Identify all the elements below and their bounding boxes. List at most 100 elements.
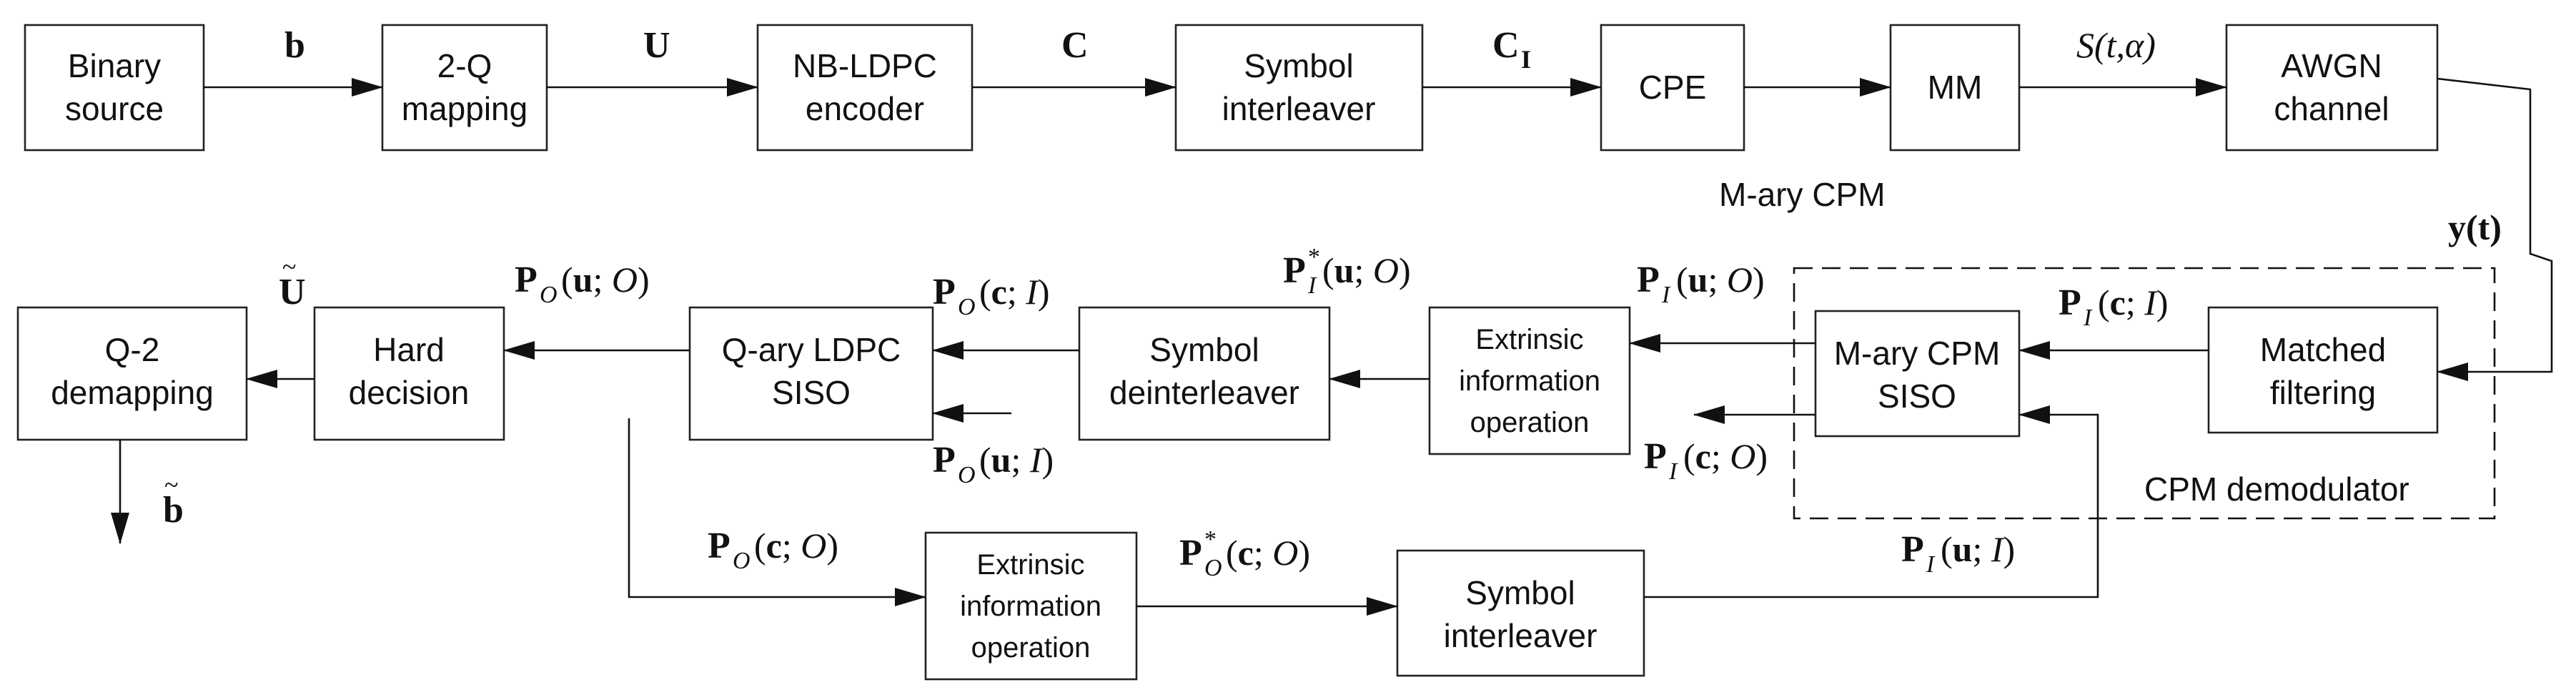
label-P-O-u-I-symbol: P: [933, 440, 956, 480]
label-P-I-u-O-symbol: P: [1637, 260, 1660, 300]
mm-label: MM: [1928, 69, 1983, 106]
extrinsic-info-op-mid-line3: operation: [1470, 407, 1590, 438]
label-mary-cpm: M-ary CPM: [1719, 176, 1886, 213]
label-P-I-u-O: P I (u; O): [1637, 260, 1765, 308]
arrow-awgn-to-matched-filtering: [2437, 77, 2553, 381]
label-P-I-star-u-O: P * I (u; O): [1283, 244, 1411, 299]
label-P-O-star-c-O-symbol: P: [1179, 533, 1202, 573]
q2-demapping-block: Q-2 demapping: [16, 306, 248, 441]
nb-ldpc-encoder-line1: NB-LDPC: [793, 47, 937, 84]
label-P-O-star-c-O: P * O (c; O): [1179, 526, 1310, 581]
svg-text:*: *: [1204, 526, 1217, 553]
nb-ldpc-encoder-block: NB-LDPC encoder: [756, 24, 974, 152]
matched-filtering-line1: Matched: [2260, 331, 2386, 368]
extrinsic-info-op-bottom-line2: information: [960, 591, 1101, 622]
label-P-I-star-u-O-symbol: P: [1283, 250, 1306, 291]
svg-text:(u; O): (u; O): [561, 260, 650, 300]
label-P-O-u-I: P O (u; I): [933, 440, 1054, 488]
label-P-O-u-O: P O (u; O): [515, 260, 650, 308]
symbol-deinterleaver-block: Symbol deinterleaver: [1078, 306, 1331, 441]
svg-text:I: I: [1668, 458, 1678, 485]
arrow-interleaver-to-cpm-siso: [1644, 405, 2099, 598]
cpm-demodulator-boundary: [1793, 267, 2496, 520]
svg-text:O: O: [1204, 555, 1222, 581]
svg-text:O: O: [958, 294, 976, 320]
symbol-interleaver-top-line1: Symbol: [1244, 47, 1353, 84]
symbol-interleaver-top-line2: interleaver: [1222, 90, 1376, 127]
hard-decision-line2: decision: [349, 374, 470, 411]
cpe-block: CPE: [1600, 24, 1745, 152]
matched-filtering-block: Matched filtering: [2207, 306, 2439, 434]
extrinsic-info-op-mid-line1: Extrinsic: [1475, 324, 1583, 355]
nb-ldpc-encoder-line2: encoder: [806, 90, 924, 127]
label-P-O-c-I-symbol: P: [933, 272, 956, 312]
awgn-channel-line2: channel: [2274, 90, 2389, 127]
extrinsic-info-op-mid-line2: information: [1459, 365, 1600, 397]
q2-demapping-line1: Q-2: [105, 331, 160, 368]
label-b-tilde-symbol: b: [163, 490, 184, 531]
label-P-O-c-O-symbol: P: [708, 526, 730, 566]
mary-cpm-siso-line1: M-ary CPM: [1834, 335, 2001, 372]
label-b: b: [284, 25, 305, 66]
svg-text:O: O: [958, 462, 976, 488]
qary-ldpc-siso-line2: SISO: [772, 374, 851, 411]
label-cpm-demodulator: CPM demodulator: [2144, 470, 2409, 508]
svg-text:I: I: [1307, 272, 1317, 299]
label-P-I-u-I: P I (u; I): [1901, 529, 2015, 578]
svg-text:(u; O): (u; O): [1322, 250, 1411, 290]
label-P-I-c-O-symbol: P: [1644, 436, 1667, 477]
awgn-channel-line1: AWGN: [2281, 47, 2382, 84]
svg-text:I: I: [1926, 551, 1936, 578]
mm-block: MM: [1889, 24, 2021, 152]
svg-text:(c; I): (c; I): [2098, 282, 2169, 322]
svg-text:I: I: [1661, 282, 1671, 308]
label-U-tilde: ~ U: [279, 252, 306, 312]
label-U-tilde-symbol: U: [279, 272, 306, 312]
extrinsic-info-op-bottom-block: Extrinsic information operation: [924, 531, 1138, 681]
hard-decision-block: Hard decision: [313, 306, 505, 441]
symbol-interleaver-bottom-block: Symbol interleaver: [1396, 549, 1645, 677]
svg-text:(c; O): (c; O): [1683, 436, 1768, 476]
symbol-interleaver-top-block: Symbol interleaver: [1174, 24, 1424, 152]
cpe-label: CPE: [1639, 69, 1707, 106]
two-q-mapping-line2: mapping: [402, 90, 527, 127]
svg-text:(c; O): (c; O): [754, 526, 838, 566]
label-P-I-u-I-symbol: P: [1901, 529, 1924, 570]
extrinsic-info-op-mid-block: Extrinsic information operation: [1428, 306, 1631, 455]
arrow-ldpc-to-extrinsic-bottom: [628, 418, 926, 606]
awgn-channel-block: AWGN channel: [2225, 24, 2439, 152]
label-C-I-main: C: [1492, 25, 1520, 66]
q2-demapping-line2: demapping: [51, 374, 214, 411]
label-P-I-c-I-symbol: P: [2059, 282, 2081, 323]
svg-text:(c; I): (c; I): [979, 272, 1050, 312]
label-P-O-u-O-symbol: P: [515, 260, 538, 300]
label-P-I-c-I: P I (c; I): [2059, 282, 2169, 331]
label-b-tilde: ~ b: [163, 470, 184, 531]
mary-cpm-siso-line2: SISO: [1878, 378, 1956, 415]
svg-text:~: ~: [164, 470, 178, 499]
symbol-deinterleaver-line2: deinterleaver: [1109, 374, 1299, 411]
svg-text:O: O: [540, 282, 558, 308]
symbol-interleaver-bottom-line1: Symbol: [1465, 574, 1575, 611]
binary-source-block: Binary source: [24, 24, 205, 152]
extrinsic-info-op-bottom-line3: operation: [971, 632, 1091, 664]
svg-text:~: ~: [282, 252, 296, 281]
symbol-interleaver-bottom-line2: interleaver: [1444, 617, 1597, 654]
symbol-deinterleaver-line1: Symbol: [1149, 331, 1259, 368]
label-C-I: C I: [1492, 25, 1531, 74]
label-S-t-alpha: S(t,α): [2076, 25, 2156, 65]
label-U: U: [643, 25, 670, 66]
label-C-I-sub: I: [1521, 45, 1531, 74]
mary-cpm-siso-block: M-ary CPM SISO: [1814, 310, 2021, 438]
svg-text:I: I: [2083, 305, 2093, 331]
svg-text:(c; O): (c; O): [1226, 533, 1310, 573]
qary-ldpc-siso-block: Q-ary LDPC SISO: [688, 306, 934, 441]
svg-text:(u; I): (u; I): [979, 440, 1054, 480]
binary-source-line2: source: [65, 90, 164, 127]
label-P-I-c-O: P I (c; O): [1644, 436, 1768, 485]
label-P-O-c-O: P O (c; O): [708, 526, 838, 574]
svg-text:(u; O): (u; O): [1676, 260, 1765, 300]
svg-text:(u; I): (u; I): [1941, 529, 2015, 569]
label-C: C: [1061, 25, 1089, 66]
svg-text:O: O: [733, 548, 750, 574]
